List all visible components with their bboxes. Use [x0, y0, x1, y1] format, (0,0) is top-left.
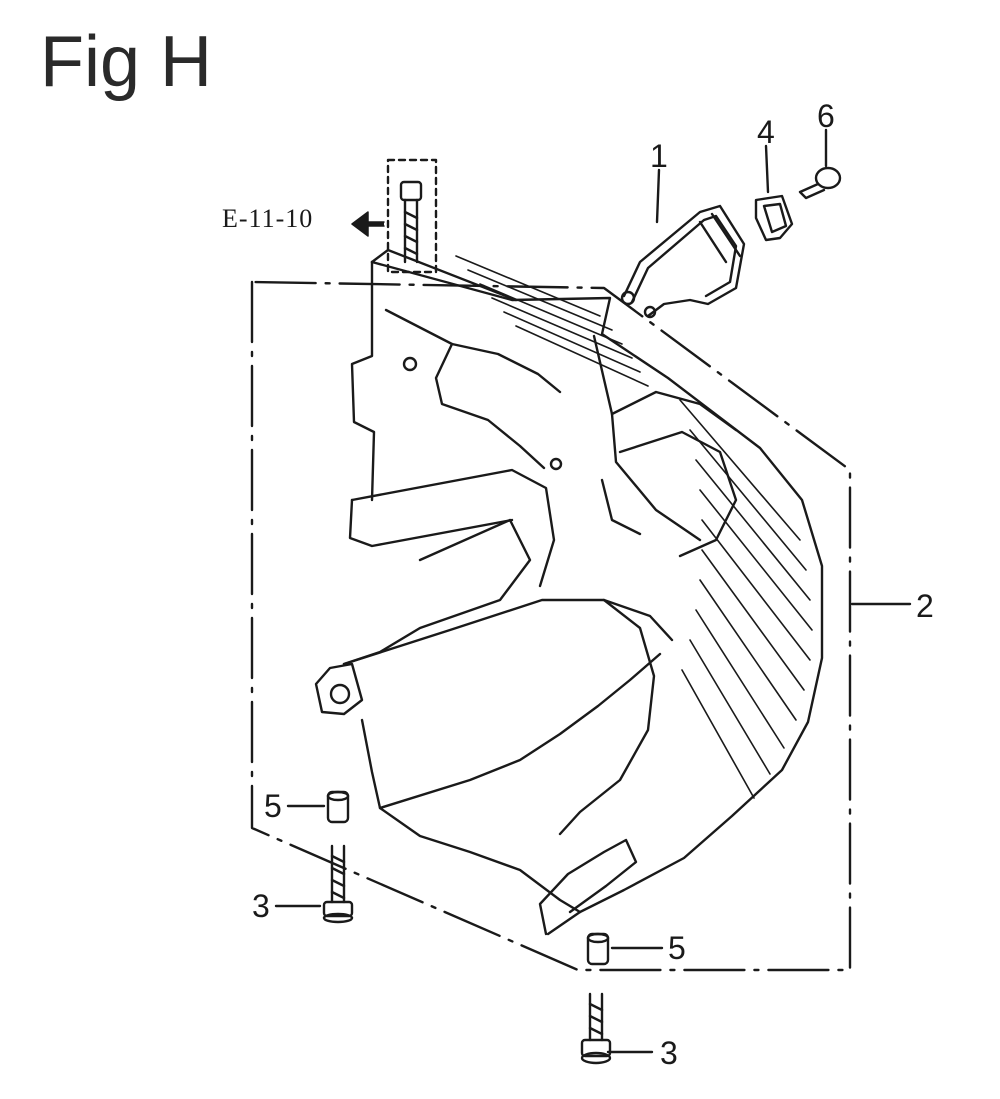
grommet-left-icon — [326, 790, 350, 824]
engine-cover-icon — [314, 248, 824, 936]
leader-4 — [764, 144, 770, 194]
reference-box — [386, 158, 438, 274]
bolt-left-icon — [322, 844, 354, 924]
callout-4: 4 — [757, 114, 775, 150]
callout-2: 2 — [916, 588, 934, 624]
screw-icon — [798, 166, 842, 200]
bolt-bottom-icon — [580, 992, 612, 1065]
figure-title: Fig H — [40, 22, 213, 102]
wire-bracket-icon — [620, 204, 746, 319]
callout-6: 6 — [817, 98, 835, 134]
reference-label: E-11-10 — [222, 204, 314, 233]
callout-1: 1 — [650, 138, 668, 174]
reference-bolt-icon — [399, 180, 423, 264]
assembly-boundary — [250, 280, 852, 972]
callout-5-right: 5 — [668, 930, 686, 966]
grommet-right-icon — [586, 932, 610, 966]
callout-3-bottom: 3 — [660, 1035, 678, 1071]
callout-5-left: 5 — [264, 788, 282, 824]
arrow-left-icon — [351, 211, 385, 237]
leader-1 — [655, 168, 661, 224]
callout-3-left: 3 — [252, 888, 270, 924]
clip-icon — [754, 194, 794, 242]
